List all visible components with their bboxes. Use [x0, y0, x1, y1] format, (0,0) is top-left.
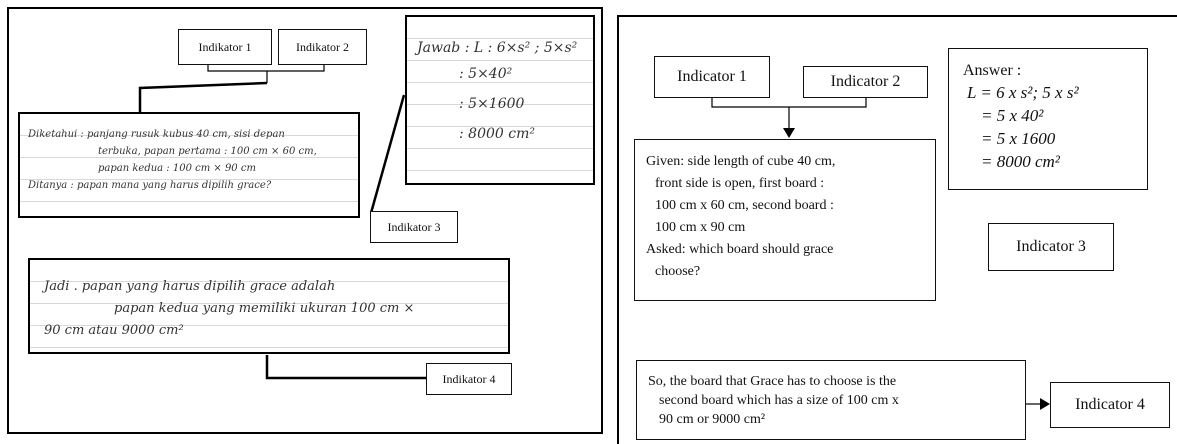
given-line-4: 100 cm x 90 cm	[655, 220, 746, 235]
conclusion-line-3: 90 cm atau 9000 cm²	[44, 323, 184, 338]
indicator-3-label: Indicator 3	[988, 223, 1114, 271]
handwritten-given-box: Diketahui : panjang rusuk kubus 40 cm, s…	[18, 112, 360, 218]
given-line-3: 100 cm x 60 cm, second board :	[655, 198, 834, 213]
work-line-1: Jawab : L : 6×s² ; 5×s²	[417, 40, 578, 56]
conclusion-line-3: 90 cm or 9000 cm²	[659, 412, 766, 427]
answer-line-2: = 5 x 40²	[981, 106, 1044, 125]
conclusion-text-box: So, the board that Grace has to choose i…	[636, 360, 1026, 440]
given-line-1: Given: side length of cube 40 cm,	[646, 154, 836, 169]
answer-box: Answer : L = 6 x s²; 5 x s² = 5 x 40² = …	[948, 48, 1148, 190]
conclusion-line-2: second board which has a size of 100 cm …	[659, 393, 899, 408]
answer-line-4: = 8000 cm²	[981, 152, 1060, 171]
indicator-4-label: Indicator 4	[1050, 382, 1170, 428]
left-panel	[7, 7, 603, 434]
work-line-3: : 5×1600	[459, 96, 525, 112]
indikator-2-label: Indikator 2	[278, 29, 367, 65]
answer-line-1: L = 6 x s²; 5 x s²	[967, 83, 1079, 102]
given-line-2: front side is open, first board :	[655, 176, 825, 191]
indikator-3-label: Indikator 3	[370, 211, 458, 243]
indikator-1-label: Indikator 1	[178, 29, 272, 65]
given-line-3: papan kedua : 100 cm × 90 cm	[98, 163, 256, 174]
indicator-2-label: Indicator 2	[803, 66, 928, 98]
handwritten-conclusion-box: Jadi . papan yang harus dipilih grace ad…	[28, 258, 510, 354]
answer-line-3: = 5 x 1600	[981, 129, 1056, 148]
conclusion-line-1: Jadi . papan yang harus dipilih grace ad…	[44, 279, 336, 294]
asked-line-2: choose?	[655, 264, 701, 279]
indikator-4-label: Indikator 4	[426, 363, 512, 395]
asked-line-1: Asked: which board should grace	[646, 242, 834, 257]
conclusion-line-1: So, the board that Grace has to choose i…	[648, 374, 897, 389]
conclusion-line-2: papan kedua yang memiliki ukuran 100 cm …	[114, 301, 415, 316]
given-line-4: Ditanya : papan mana yang harus dipilih …	[28, 180, 272, 191]
indicator-1-label: Indicator 1	[654, 56, 770, 98]
handwritten-work-box: Jawab : L : 6×s² ; 5×s² : 5×40² : 5×1600…	[405, 15, 595, 185]
given-text-box: Given: side length of cube 40 cm, front …	[634, 139, 936, 301]
work-line-2: : 5×40²	[459, 66, 513, 82]
work-line-4: : 8000 cm²	[459, 126, 535, 142]
right-panel	[617, 15, 1177, 444]
given-line-2: terbuka, papan pertama : 100 cm × 60 cm,	[98, 146, 317, 157]
answer-title: Answer :	[963, 62, 1022, 79]
given-line-1: Diketahui : panjang rusuk kubus 40 cm, s…	[28, 129, 285, 140]
